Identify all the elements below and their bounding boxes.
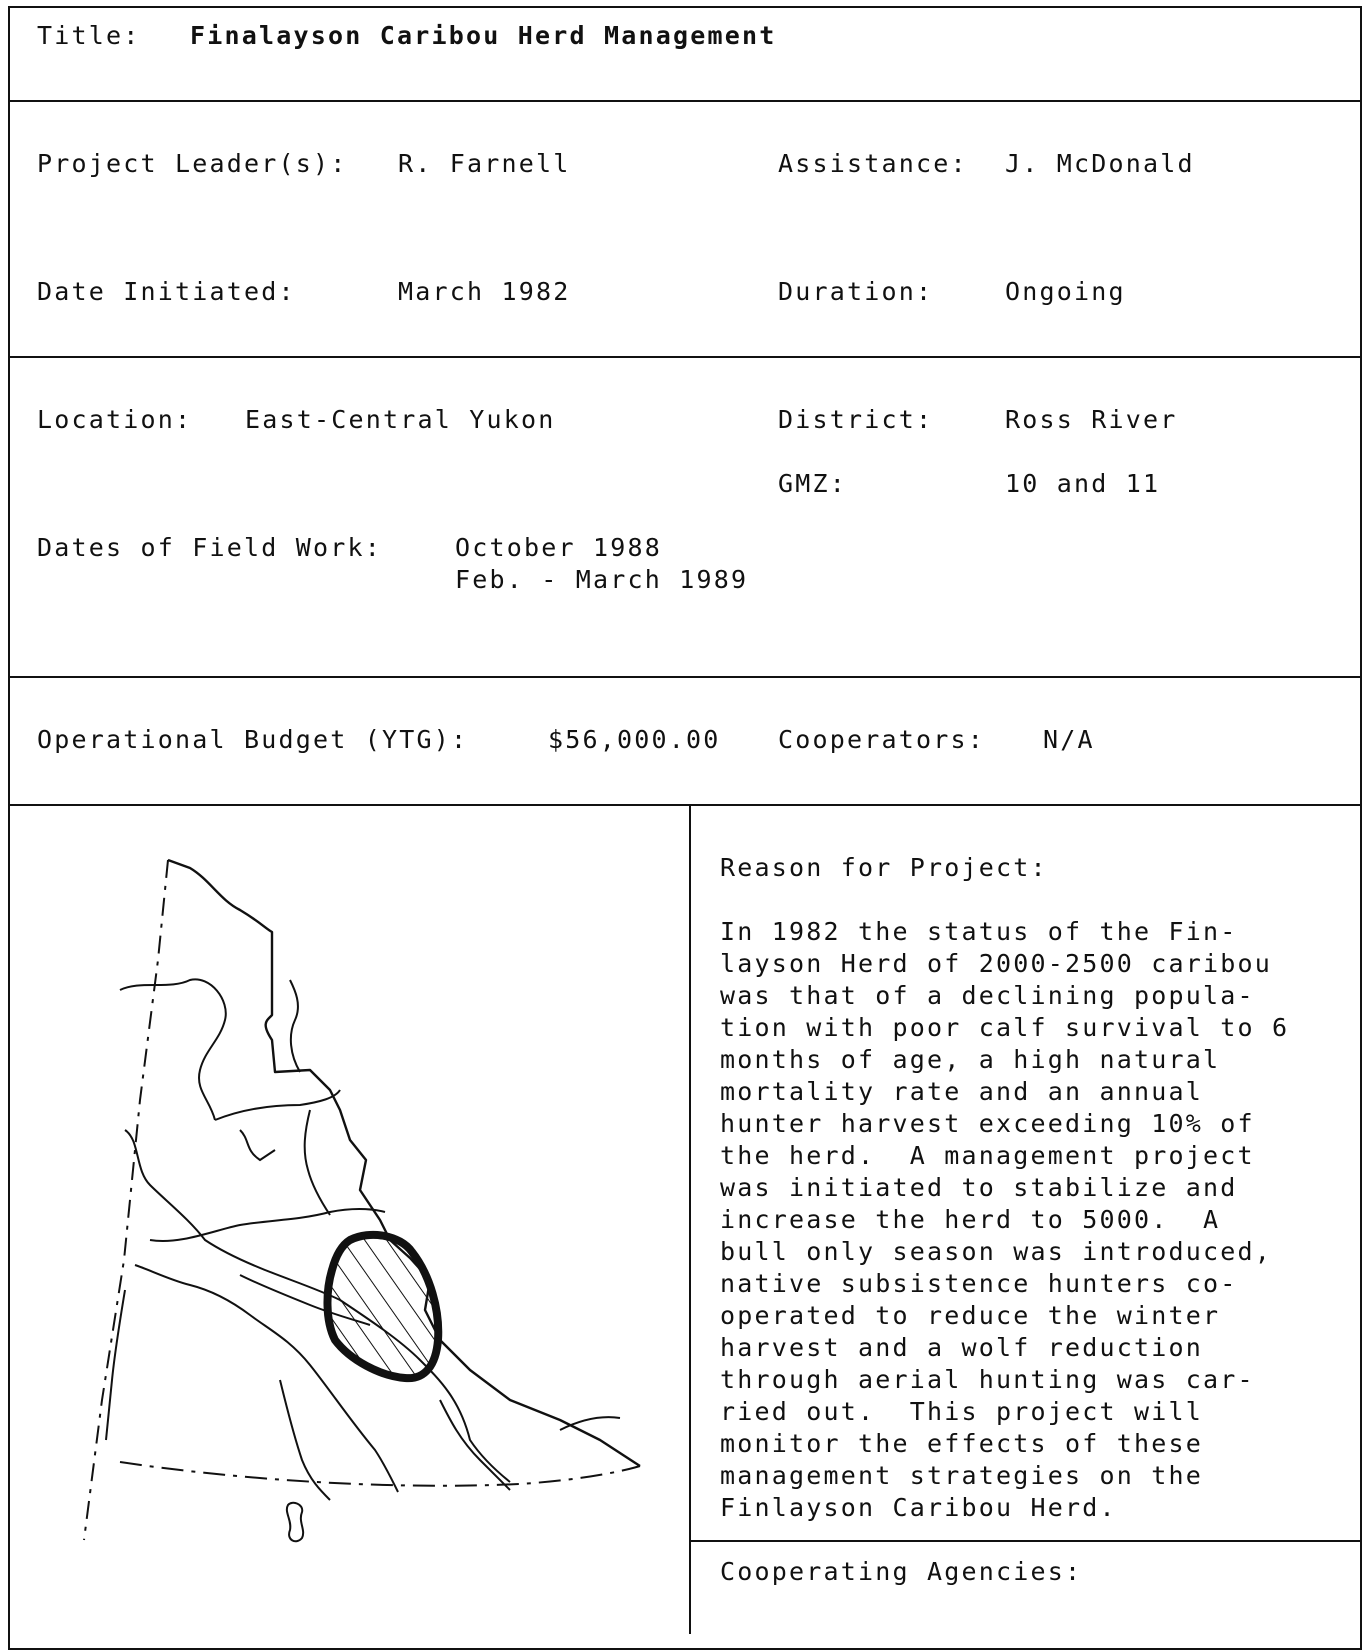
river	[105, 1289, 126, 1441]
reason-line: was initiated to stabilize and	[720, 1173, 1238, 1202]
gmz-value: 10 and 11	[1005, 469, 1161, 498]
location-label: Location:	[37, 405, 193, 434]
river	[289, 979, 301, 1073]
gmz-label: GMZ:	[778, 469, 848, 498]
budget-label: Operational Budget (YTG):	[37, 725, 469, 754]
location-value: East-Central Yukon	[245, 405, 556, 434]
district-value: Ross River	[1005, 405, 1178, 434]
agencies-heading: Cooperating Agencies:	[720, 1557, 1083, 1586]
reason-line: ried out. This project will	[720, 1397, 1204, 1426]
river	[279, 1379, 331, 1501]
date-initiated-label: Date Initiated:	[37, 277, 296, 306]
river	[559, 1416, 621, 1431]
reason-line: increase the herd to 5000. A	[720, 1205, 1221, 1234]
herd-range	[323, 1230, 443, 1383]
reason-line: layson Herd of 2000-2500 caribou	[720, 949, 1273, 978]
river	[439, 1399, 511, 1491]
divider-location	[8, 676, 1360, 678]
reason-line: management strategies on the	[720, 1461, 1204, 1490]
assistance-label: Assistance:	[778, 149, 968, 178]
divider-budget	[8, 804, 1360, 806]
fieldwork-date-1: October 1988	[455, 533, 663, 562]
river	[239, 1129, 276, 1162]
reason-line: through aerial hunting was car-	[720, 1365, 1255, 1394]
cooperators-label: Cooperators:	[778, 725, 986, 754]
yukon-map-icon	[83, 858, 641, 1543]
divider-vertical	[689, 804, 691, 1634]
reason-line: months of age, a high natural	[720, 1045, 1221, 1074]
reason-line: mortality rate and an annual	[720, 1077, 1204, 1106]
reason-line: the herd. A management project	[720, 1141, 1255, 1170]
river	[134, 1264, 399, 1493]
river	[119, 978, 227, 1121]
leader-label: Project Leader(s):	[37, 149, 348, 178]
river	[303, 1109, 331, 1216]
divider-agencies	[689, 1540, 1360, 1542]
budget-value: $56,000.00	[548, 725, 721, 754]
reason-line: was that of a declining popula-	[720, 981, 1255, 1010]
reason-line: tion with poor calf survival to 6	[720, 1013, 1290, 1042]
divider-project	[8, 356, 1360, 358]
reason-line: native subsistence hunters co-	[720, 1269, 1238, 1298]
territory-boundary-south	[119, 1461, 641, 1487]
cooperators-value: N/A	[1043, 725, 1095, 754]
assistance-value: J. McDonald	[1005, 149, 1195, 178]
reason-line: Finlayson Caribou Herd.	[720, 1493, 1117, 1522]
lake	[285, 1501, 305, 1543]
reason-line: operated to reduce the winter	[720, 1301, 1221, 1330]
river	[149, 1208, 386, 1242]
river	[124, 1129, 511, 1483]
reason-line: harvest and a wolf reduction	[720, 1333, 1204, 1362]
page-title: Finalayson Caribou Herd Management	[190, 21, 777, 50]
leader-value: R. Farnell	[398, 149, 571, 178]
fieldwork-label: Dates of Field Work:	[37, 533, 383, 562]
territory-boundary-west	[83, 859, 169, 1541]
district-label: District:	[778, 405, 934, 434]
fieldwork-date-2: Feb. - March 1989	[455, 565, 749, 594]
reason-line: hunter harvest exceeding 10% of	[720, 1109, 1255, 1138]
date-initiated-value: March 1982	[398, 277, 571, 306]
reason-line: monitor the effects of these	[720, 1429, 1204, 1458]
reason-heading: Reason for Project:	[720, 853, 1048, 882]
reason-line: In 1982 the status of the Fin-	[720, 917, 1238, 946]
river	[214, 1089, 341, 1121]
duration-value: Ongoing	[1005, 277, 1126, 306]
divider-title	[8, 100, 1360, 102]
duration-label: Duration:	[778, 277, 934, 306]
reason-line: bull only season was introduced,	[720, 1237, 1273, 1266]
title-label: Title:	[37, 21, 141, 50]
